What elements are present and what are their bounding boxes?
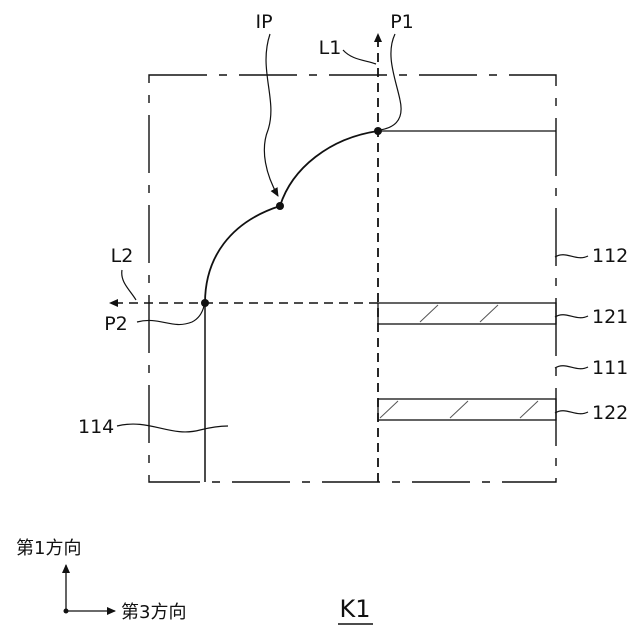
ref-121-leader (555, 315, 588, 318)
ref-111-leader (555, 366, 588, 369)
direction-indicator: 第1方向 第3方向 (16, 538, 186, 623)
label-112: 112 (592, 245, 628, 267)
hatched-layer-121 (378, 303, 556, 324)
label-121: 121 (592, 306, 628, 328)
label-l1: L1 (319, 37, 342, 59)
ip-leader (264, 34, 278, 196)
direction-origin (64, 609, 69, 614)
l2-leader (122, 270, 136, 300)
label-p2: P2 (104, 313, 128, 335)
p2-leader (137, 306, 204, 325)
label-ip: IP (255, 11, 272, 33)
outer-boundary (149, 75, 556, 482)
profile-curve (205, 131, 378, 303)
label-first-direction: 第1方向 (16, 538, 81, 559)
label-p1: P1 (390, 11, 414, 33)
l1-leader (343, 50, 376, 64)
label-third-direction: 第3方向 (121, 602, 186, 623)
point-p2 (201, 299, 209, 307)
ref-122-leader (555, 411, 588, 414)
p1-leader (380, 34, 401, 130)
label-114: 114 (78, 416, 114, 438)
label-111: 111 (592, 357, 628, 379)
hatched-layer-122 (378, 399, 556, 420)
point-ip (276, 202, 284, 210)
label-122: 122 (592, 402, 628, 424)
label-l2: L2 (111, 245, 134, 267)
ref-112-leader (555, 255, 588, 258)
point-p1 (374, 127, 382, 135)
ref-114-leader (117, 424, 228, 432)
figure-label: K1 (339, 595, 370, 623)
